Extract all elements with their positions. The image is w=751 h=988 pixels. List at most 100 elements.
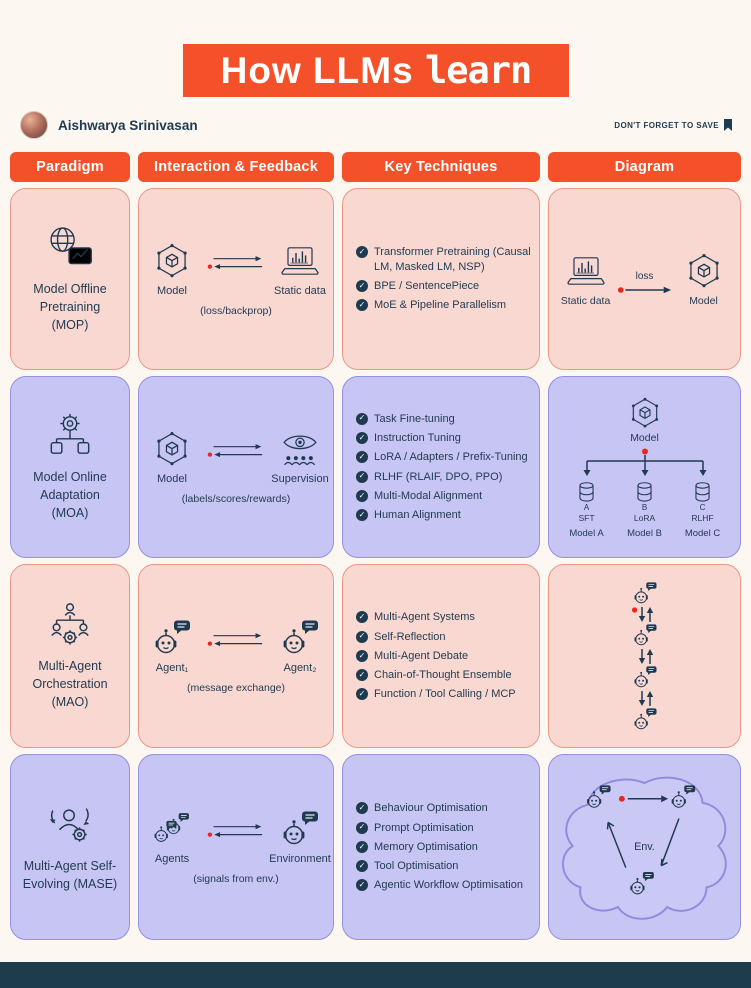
check-icon: ✓: [356, 412, 368, 425]
interaction-caption: (labels/scores/rewards): [181, 492, 291, 505]
techniques-cell-mao: ✓Multi-Agent Systems ✓Self-Reflection ✓M…: [342, 564, 540, 748]
check-icon: ✓: [356, 860, 368, 873]
agent-icon: [632, 624, 658, 647]
technique-item: ✓RLHF (RLAIF, DPO, PPO): [356, 470, 531, 484]
model-icon: [627, 396, 663, 430]
agent-icon: [632, 582, 658, 605]
paradigm-cell-mop: Model Offline Pretraining (MOP): [10, 188, 130, 370]
diagram-cell-mao: [548, 564, 741, 748]
check-icon: ✓: [356, 509, 368, 522]
agent-icon: [671, 785, 696, 808]
branch-sft: A SFT Model A: [561, 482, 613, 539]
techniques-cell-mase: ✓Behaviour Optimisation ✓Prompt Optimisa…: [342, 754, 540, 940]
technique-item: ✓Agentic Workflow Optimisation: [356, 878, 531, 892]
footer-bar: [0, 962, 751, 988]
model-icon: [152, 242, 192, 280]
database-icon: [636, 482, 653, 502]
check-icon: ✓: [356, 299, 368, 312]
technique-item: ✓LoRA / Adapters / Prefix-Tuning: [356, 450, 531, 464]
node-label: Supervision: [271, 472, 329, 485]
agent-icon: [629, 871, 655, 895]
online-adaptation-icon: [46, 412, 94, 458]
environment-icon: [280, 810, 320, 848]
agents-environment-diagram: Env.: [586, 785, 696, 895]
interaction-cell-mao: Agent₁ Agent₂ (message exchange): [138, 564, 334, 748]
interaction-caption: (signals from env.): [193, 872, 279, 885]
avatar: [20, 111, 48, 139]
arrow-right-icon: [617, 286, 671, 294]
technique-item: ✓Tool Optimisation: [356, 859, 531, 873]
env-label: Env.: [634, 841, 655, 853]
database-icon: [694, 482, 711, 502]
technique-item: ✓Multi-Agent Debate: [356, 649, 531, 663]
diagram-cell-mase: Env.: [548, 754, 741, 940]
techniques-cell-moa: ✓Task Fine-tuning ✓Instruction Tuning ✓L…: [342, 376, 540, 558]
check-icon: ✓: [356, 649, 368, 662]
environment-cloud-icon: [562, 776, 727, 920]
vertical-exchange-arrows-icon: [638, 648, 653, 664]
technique-item: ✓Multi-Modal Alignment: [356, 489, 531, 503]
interaction-caption: (loss/backprop): [200, 304, 272, 317]
node-label: Static data: [274, 284, 326, 297]
column-header-paradigm: Paradigm: [10, 152, 130, 182]
node-label: Model: [157, 472, 187, 485]
check-icon: ✓: [356, 470, 368, 483]
exchange-arrows-icon: [207, 819, 265, 843]
agent-icon: [632, 666, 658, 689]
author-name: Aishwarya Srinivasan: [58, 117, 198, 133]
check-icon: ✓: [356, 688, 368, 701]
supervision-icon: [280, 430, 320, 468]
column-header-techniques: Key Techniques: [342, 152, 540, 182]
offline-pretraining-icon: [46, 224, 94, 270]
vertical-exchange-arrows-icon: [631, 606, 653, 622]
page-title: How LLMs learn: [220, 49, 533, 92]
node-label: Environment: [269, 852, 331, 865]
interaction-cell-mop: Model Static data (loss/backprop): [138, 188, 334, 370]
agent-icon: [632, 708, 658, 731]
node-label: Model: [157, 284, 187, 297]
save-note: DON'T FORGET TO SAVE: [614, 119, 733, 131]
check-icon: ✓: [356, 431, 368, 444]
arrow-label: loss: [635, 271, 654, 282]
technique-item: ✓Function / Tool Calling / MCP: [356, 687, 531, 701]
content-grid: Paradigm Interaction & Feedback Key Tech…: [10, 152, 741, 940]
paradigm-cell-mase: Multi-Agent Self-Evolving (MASE): [10, 754, 130, 940]
diagram-cell-moa: Model A SFT Model A B LoRA Model B: [548, 376, 741, 558]
multi-agent-orchestration-icon: [46, 601, 94, 647]
techniques-cell-mop: ✓Transformer Pretraining (Causal LM, Mas…: [342, 188, 540, 370]
exchange-arrows-icon: [207, 628, 265, 652]
title-banner: How LLMs learn: [183, 44, 569, 97]
model-icon: [152, 430, 192, 468]
root-label: Model: [630, 431, 659, 444]
check-icon: ✓: [356, 280, 368, 292]
vertical-exchange-arrows-icon: [638, 690, 653, 706]
column-header-interaction: Interaction & Feedback: [138, 152, 334, 182]
paradigm-label: Model Online Adaptation (MOA): [33, 469, 107, 521]
technique-item: ✓Chain-of-Thought Ensemble: [356, 668, 531, 682]
technique-item: ✓Task Fine-tuning: [356, 412, 531, 426]
technique-item: ✓Multi-Agent Systems: [356, 610, 531, 624]
check-icon: ✓: [356, 451, 368, 464]
paradigm-cell-mao: Multi-Agent Orchestration (MAO): [10, 564, 130, 748]
paradigm-cell-moa: Model Online Adaptation (MOA): [10, 376, 130, 558]
technique-item: ✓Behaviour Optimisation: [356, 801, 531, 815]
bookmark-icon: [724, 119, 732, 131]
technique-item: ✓Instruction Tuning: [356, 431, 531, 445]
check-icon: ✓: [356, 821, 368, 834]
check-icon: ✓: [356, 840, 368, 853]
technique-item: ✓MoE & Pipeline Parallelism: [356, 298, 531, 312]
check-icon: ✓: [356, 611, 368, 624]
check-icon: ✓: [356, 802, 368, 815]
database-icon: [578, 482, 595, 502]
exchange-arrows-icon: [207, 439, 265, 463]
agents-icon: [154, 812, 190, 842]
model-icon: [684, 252, 724, 290]
self-evolving-agent-icon: [46, 801, 94, 847]
check-icon: ✓: [356, 879, 368, 892]
technique-item: ✓Prompt Optimisation: [356, 821, 531, 835]
branch-rlhf: C RLHF Model C: [677, 482, 729, 539]
column-header-diagram: Diagram: [548, 152, 741, 182]
technique-item: ✓Self-Reflection: [356, 630, 531, 644]
check-icon: ✓: [356, 489, 368, 502]
byline: Aishwarya Srinivasan DON'T FORGET TO SAV…: [20, 110, 733, 140]
